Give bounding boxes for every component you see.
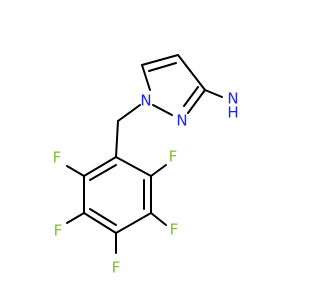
atom-f-ortho-left: F [53, 149, 62, 167]
bond-ring-c4-c5-inner [89, 208, 117, 226]
atom-nh2-n: N [227, 90, 238, 108]
bond-c3-n2-inner [183, 86, 199, 107]
atom-f-meta-left: F [54, 222, 63, 240]
atom-n2: N [176, 112, 187, 130]
bond-c4-c3 [177, 54, 206, 91]
bond-n1-c5 [141, 64, 151, 91]
bond-ch2-c1 [115, 120, 119, 158]
atom-f-meta-right: F [170, 221, 179, 239]
bonds [66, 54, 223, 254]
bond-c3-nh2 [204, 89, 223, 98]
bond-c5-f [66, 212, 85, 224]
atom-nh2-h: H [227, 104, 238, 122]
bond-n2-n1 [152, 104, 173, 116]
bond-ring-c1-c2 [115, 156, 152, 177]
bond-c5-c4 [141, 54, 179, 66]
atom-f-ortho-right: F [169, 148, 178, 166]
atom-n1: N [140, 92, 151, 110]
bond-c2-f [150, 164, 167, 177]
bond-c3-f [150, 212, 167, 226]
bond-c5-c4-inner [148, 62, 177, 72]
atom-f-para: F [112, 259, 121, 277]
bond-n1-ch2 [117, 104, 141, 122]
bond-ring-c6-c1-inner [89, 164, 117, 181]
bond-c6-f [66, 165, 85, 177]
bond-ring-c4-c5 [83, 212, 117, 234]
chemical-structure-diagram: N N N H F F F F F [53, 54, 239, 277]
atom-labels: N N N H F F F F F [53, 90, 239, 277]
bond-c3-n2 [187, 89, 206, 114]
bond-ring-c3-c4 [115, 212, 152, 234]
bond-ring-c6-c1 [83, 156, 117, 177]
